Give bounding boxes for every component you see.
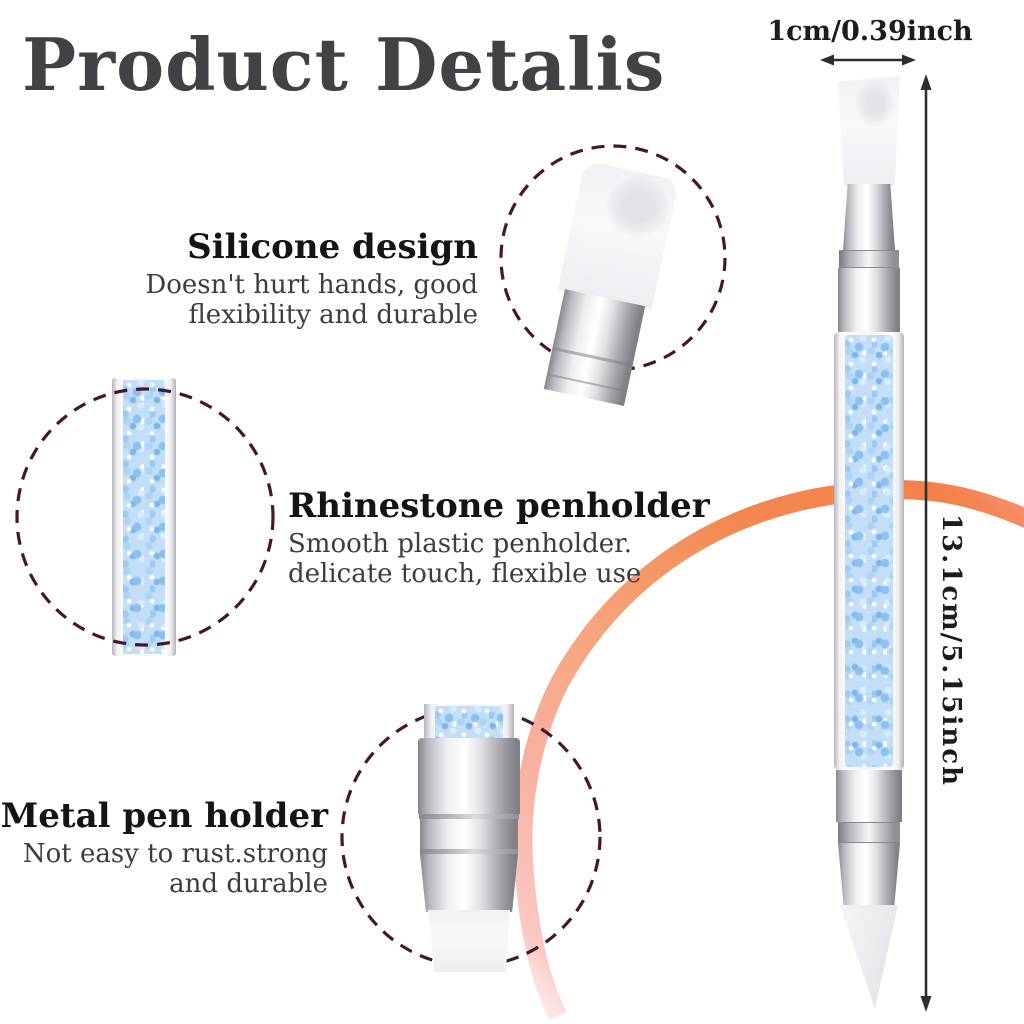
closeup-metal-body-top	[418, 738, 520, 814]
pen-rhinestone-barrel	[834, 332, 904, 770]
pen-silicone-chisel-tip	[837, 76, 901, 186]
closeup-metal-body-taper	[420, 854, 518, 912]
callout-heading: Metal pen holder	[0, 796, 328, 836]
pen-metal-ring-lower	[838, 822, 900, 843]
page-title: Product Detalis	[22, 22, 666, 107]
barrel-crystals	[845, 335, 893, 767]
closeup-glass-rim	[424, 704, 514, 742]
pen-metal-ferrule-lower	[836, 770, 902, 822]
metal-step-line	[420, 849, 518, 854]
callout-line1: Smooth plastic penholder.	[288, 529, 632, 560]
rhinestone-tube-closeup	[112, 378, 176, 656]
pen-metal-neck	[843, 184, 895, 250]
width-arrow-icon	[820, 54, 916, 66]
callout-circle-rhinestone	[15, 387, 275, 647]
ferrule-groove	[546, 372, 628, 393]
rhinestone-crystals	[123, 380, 165, 654]
closeup-metal-ferrule	[543, 289, 646, 406]
callout-text-rhinestone: Rhinestone penholder Smooth plastic penh…	[288, 488, 710, 589]
length-arrow-icon	[920, 74, 932, 1012]
pen-metal-cone	[838, 843, 900, 905]
callout-circle-silicone	[499, 144, 727, 372]
closeup-tip-face	[601, 170, 675, 243]
pen-metal-ferrule-upper	[838, 268, 900, 332]
callout-line2: and durable	[169, 869, 328, 900]
callout-text-metal: Metal pen holder Not easy to rust.strong…	[1, 798, 328, 899]
callout-line2: flexibility and durable	[188, 300, 478, 331]
ferrule-groove	[552, 347, 633, 367]
tip-top-face	[855, 80, 895, 127]
width-measurement-label: 1cm/0.39inch	[767, 16, 973, 47]
callout-heading: Rhinestone penholder	[288, 486, 710, 526]
callout-line2: delicate touch, flexible use	[288, 559, 642, 590]
rim-crystals	[435, 706, 503, 742]
metal-step-line	[419, 814, 519, 819]
closeup-metal-body-mid	[420, 819, 518, 849]
closeup-silicone-base	[428, 910, 510, 972]
length-measurement-label: 13.1cm/5.15inch	[936, 514, 966, 788]
metal-holder-closeup	[418, 704, 520, 974]
closeup-silicone-tip	[557, 160, 680, 310]
pen-metal-ring-upper	[839, 250, 899, 268]
callout-line1: Not easy to rust.strong	[22, 839, 328, 870]
callout-text-silicone: Silicone design Doesn't hurt hands, good…	[145, 229, 478, 330]
callout-line1: Doesn't hurt hands, good	[145, 270, 478, 301]
callout-heading: Silicone design	[187, 227, 478, 267]
